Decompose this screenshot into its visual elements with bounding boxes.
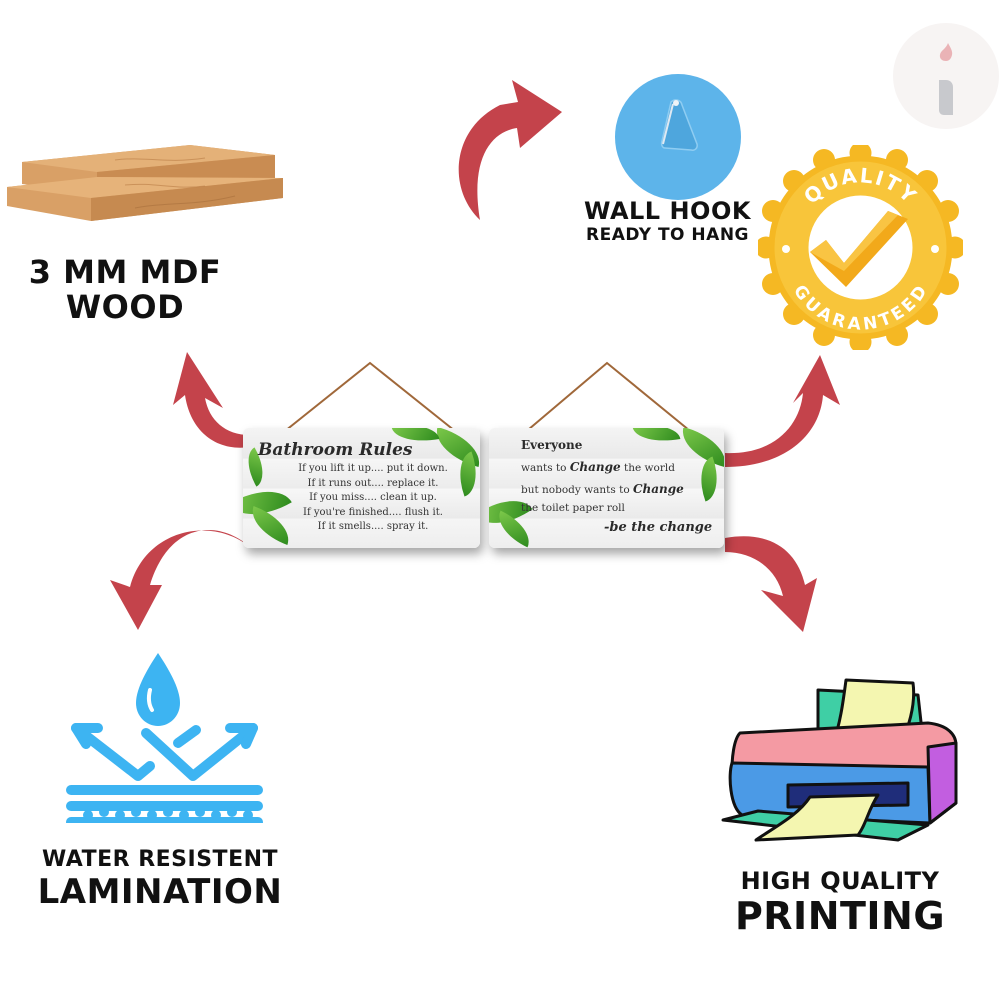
brand-logo xyxy=(893,23,999,129)
sign-bathroom-rules: Bathroom Rules If you lift it up.... put… xyxy=(243,428,480,548)
leaf-decoration xyxy=(632,428,681,447)
arrow-to-printer xyxy=(725,536,817,632)
wood-planks xyxy=(5,140,285,225)
printing-label: HIGH QUALITY PRINTING xyxy=(720,868,960,938)
wood-label-line2: WOOD xyxy=(65,288,185,327)
water-resistant xyxy=(58,648,268,827)
hook-subtitle: READY TO HANG xyxy=(586,225,749,246)
badge-bottom-text: GUARANTEED xyxy=(789,282,932,335)
sign2-heading: Everyone xyxy=(521,438,583,452)
wall-hook-icon xyxy=(615,74,741,200)
leaf-decoration xyxy=(676,428,724,467)
sign2-line1: wants to Change the world xyxy=(521,460,675,474)
printing-label-line1: HIGH QUALITY xyxy=(740,867,940,895)
sign2-line1-post: the world xyxy=(620,462,675,474)
wall-hook xyxy=(613,72,743,202)
hook-label: WALL HOOK READY TO HANG xyxy=(565,198,770,245)
arrow-to-hook xyxy=(458,80,562,220)
water-label-line2: LAMINATION xyxy=(37,872,283,913)
hanging-cord-1 xyxy=(279,361,461,436)
arrow-to-wood xyxy=(173,352,250,448)
sign2-line1-script: Change xyxy=(569,460,621,474)
wood-planks-icon xyxy=(7,145,283,221)
sign2-line1-pre: wants to xyxy=(521,462,570,474)
sign2-line2-pre: but nobody wants to xyxy=(521,484,633,496)
sign2-line2: but nobody wants to Change xyxy=(521,482,684,496)
sign1-title: Bathroom Rules xyxy=(258,440,413,460)
wood-label-line1: 3 MM MDF xyxy=(28,253,222,291)
water-label-line1: WATER RESISTENT xyxy=(41,847,279,872)
hanging-cord-2 xyxy=(521,361,696,436)
printer xyxy=(718,675,963,845)
sign2-signature: -be the change xyxy=(604,520,713,535)
brand-i-logo-icon xyxy=(939,43,953,115)
hook-title: WALL HOOK xyxy=(584,197,751,225)
water-label: WATER RESISTENT LAMINATION xyxy=(30,847,290,913)
sign2-line2-script: Change xyxy=(633,482,684,496)
quality-badge: QUALITY GUARANTEED xyxy=(755,142,966,353)
check-badge-icon xyxy=(755,142,966,353)
wood-label: 3 MM MDF WOOD xyxy=(20,253,230,327)
sign1-line: If it smells.... spray it. xyxy=(317,521,429,532)
sign2-line3: the toilet paper roll xyxy=(521,502,625,514)
sign1-line: If you're finished.... flush it. xyxy=(303,506,443,518)
arrow-to-badge xyxy=(725,355,840,467)
sign1-line: If you lift it up.... put it down. xyxy=(298,463,448,474)
sign-everyone-change: Everyone wants to Change the world but n… xyxy=(489,428,724,548)
printer-icon xyxy=(721,678,958,842)
sign1-lines: If you lift it up.... put it down. If it… xyxy=(273,462,473,535)
sign1-line: If it runs out.... replace it. xyxy=(307,477,439,489)
arrow-to-water xyxy=(110,529,250,630)
badge-top-text: QUALITY xyxy=(799,163,922,209)
water-drop-icon xyxy=(66,653,263,827)
printing-label-line2: PRINTING xyxy=(734,894,946,939)
sign1-line: If you miss.... clean it up. xyxy=(309,492,437,503)
